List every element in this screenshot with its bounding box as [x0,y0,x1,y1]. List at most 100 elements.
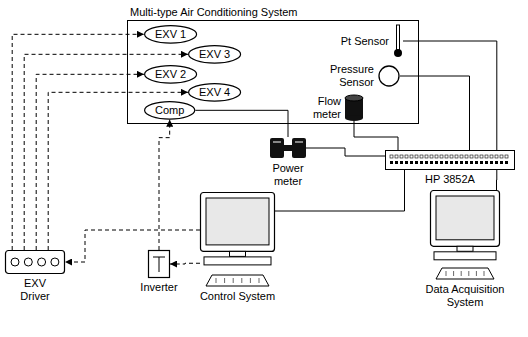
temperature-sensor: Pt Sensor [393,25,403,57]
meter-mark [273,142,281,143]
driver-case [6,251,65,274]
flow-meter: Flow meter [345,95,363,121]
terminal-pin [390,155,393,158]
terminal-pin [435,155,438,158]
temperature-sensor-shape [393,25,403,57]
terminal-pin [480,161,483,164]
terminal-pin [430,155,433,158]
node-label: Power meter [266,162,310,187]
key-mark [446,271,447,276]
signal-connector [24,54,188,250]
inverter-shape [148,250,170,278]
unit-frame [386,151,515,170]
signal-connector [496,170,497,190]
node-label: Control System [200,290,275,303]
terminal-pin [460,161,463,164]
terminal-pin [430,161,433,164]
key-mark [461,271,462,276]
terminal-pin [460,155,463,158]
terminal-pin [455,155,458,158]
driver-port [11,258,19,266]
node-label: Data Acquisition System [415,283,515,308]
meter-link [284,145,292,151]
node-label: EXV 2 [155,68,186,81]
terminal-pin [435,161,438,164]
meter-mark [295,142,303,143]
key-mark [224,278,225,283]
key-mark [233,278,234,283]
terminal-pin [425,155,428,158]
terminal-pin [390,161,393,164]
terminal-pin [475,155,478,158]
signal-connector [403,41,497,150]
computer-base [204,257,271,265]
pressure-sensor-shape [378,65,400,87]
driver-port [24,258,32,266]
thermometer-bulb [394,49,402,57]
valve-ellipse: EXV 3 [188,45,241,64]
control-computer: Control System [200,192,275,287]
terminal-pin [470,161,473,164]
node-label: Flow meter [307,95,341,120]
driver-port [38,258,46,266]
signal-connector [400,76,470,150]
key-mark [241,278,242,283]
signal-connector [48,92,188,250]
signal-connector [306,148,385,156]
computer-base [434,252,496,260]
terminal-pin [425,161,428,164]
keyboard [206,275,269,286]
terminal-pin [500,155,503,158]
terminal-pin [405,161,408,164]
signal-connector [65,230,200,262]
ellipse-outline [145,102,195,119]
terminal-pin [475,161,478,164]
monitor-stand [457,246,473,251]
ellipse-outline [145,26,197,43]
terminal-pin [415,161,418,164]
valve-ellipse: EXV 1 [144,25,197,44]
pressure-sensor: Pressure Sensor [378,65,400,87]
node-label: Inverter [140,281,177,294]
acquisition-computer: Data Acquisition System [430,190,500,280]
node-label: EXV Driver [13,277,57,302]
terminal-pin [420,155,423,158]
key-mark [453,271,454,276]
key-mark [484,271,485,276]
monitor-stand [230,251,246,256]
signal-connector [170,263,200,265]
flow-meter-shape [345,95,363,121]
meter-block [270,138,284,158]
valve-driver-shape [5,250,65,274]
node-label: EXV 3 [199,48,230,61]
inverter: Inverter [148,250,170,278]
terminal-pin [440,155,443,158]
node-label: EXV 4 [199,86,230,99]
ellipse-outline [145,66,197,83]
terminal-pin [485,155,488,158]
terminal-pin [490,161,493,164]
terminal-pin [420,161,423,164]
terminal-pin [395,155,398,158]
cylinder-bottom [345,115,363,121]
ellipse-outline [189,84,241,101]
terminal-pin [440,161,443,164]
terminal-pin [450,155,453,158]
terminal-pin [485,161,488,164]
node-label: EXV 1 [155,28,186,41]
driver-port [51,258,59,266]
signal-connector [12,34,144,250]
meter-block [292,138,306,158]
cylinder-top [345,95,363,101]
terminal-pin [410,161,413,164]
terminal-pin [445,161,448,164]
acquisition-computer-shape [430,190,500,280]
inverter-case [149,251,170,278]
monitor-screen [436,196,494,240]
valve-driver: EXV Driver [5,250,65,274]
ellipse-outline [189,46,241,63]
terminal-pin [455,161,458,164]
power-meter-shape [270,137,306,159]
acquisition-unit-shape [385,150,515,170]
